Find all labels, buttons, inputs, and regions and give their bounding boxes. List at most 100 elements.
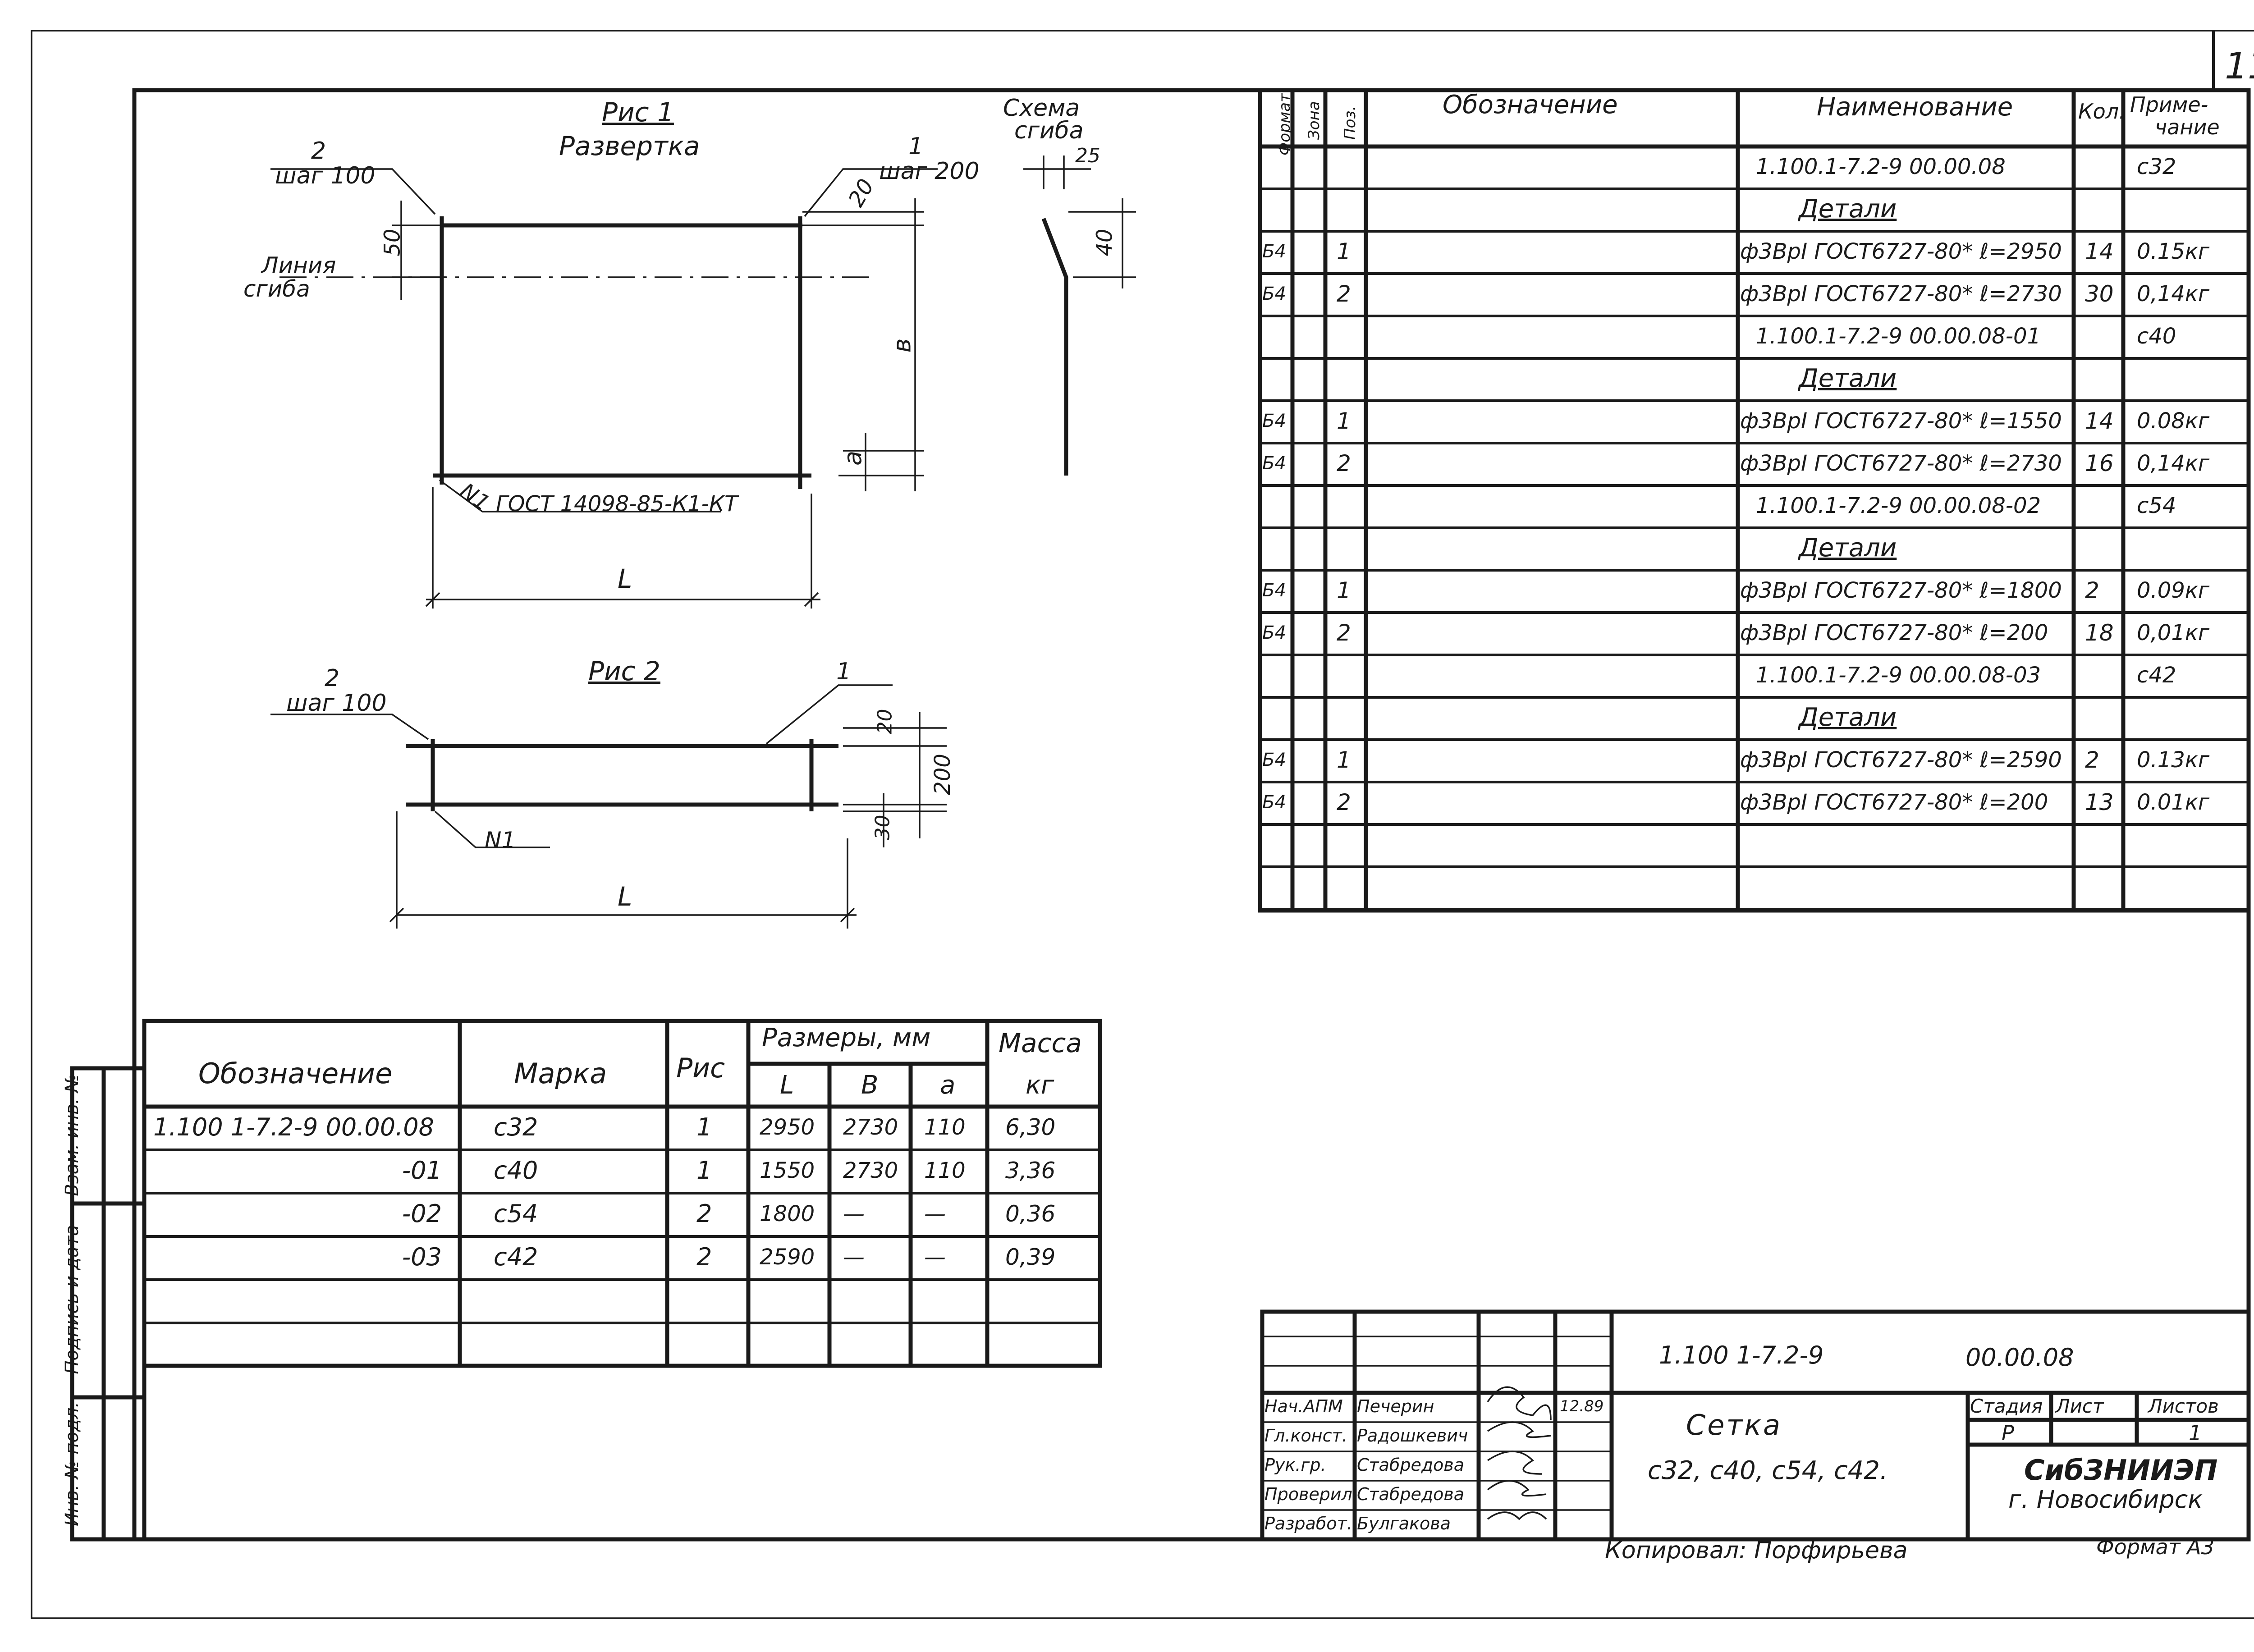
sheet-number: 11 <box>2225 45 2254 87</box>
tb-person-role: Разработ. <box>1264 1514 1352 1533</box>
spec-cell-note: с32 <box>2137 154 2176 179</box>
spec-row-lines <box>1260 188 2249 911</box>
marks-header-dim-B: В <box>861 1071 879 1100</box>
spec-cell-qty: 30 <box>2085 280 2114 307</box>
tb-stage: Р <box>2002 1421 2014 1445</box>
fig2-drawing <box>270 684 947 929</box>
fig2-title: Рис 2 <box>588 656 660 686</box>
spec-cell-qty: 2 <box>2085 746 2099 773</box>
side-stamp-vzam: Взам. инв. № <box>62 1074 82 1196</box>
spec-cell-name: 1.100.1-7.2-9 00.00.08-03 <box>1756 663 2041 688</box>
tb-subtitle: с32, с40, с54, с42. <box>1648 1456 1888 1485</box>
spec-table-row: 1.100.1-7.2-9 00.00.08-01 с40 <box>0 316 2254 358</box>
fig1-pos2-label: 2 <box>311 137 326 165</box>
marks-header-fig: Рис <box>676 1053 725 1084</box>
tb-stage-label: Стадия <box>1970 1395 2043 1417</box>
bend-title-1: Схема <box>1003 95 1080 122</box>
tb-designation-1: 1.100 1-7.2-9 <box>1659 1341 1824 1369</box>
spec-cell-name: Детали <box>1799 194 1897 224</box>
spec-cell-name: ф3ВрI ГОСТ6727-80* ℓ=2590 <box>1740 747 2062 773</box>
spec-cell-note: 0,14кг <box>2137 281 2210 307</box>
tb-date: 12.89 <box>1560 1397 1604 1415</box>
marks-header-mass: Масса <box>999 1028 1082 1058</box>
tb-person-role: Гл.конст. <box>1264 1426 1347 1446</box>
marks-cell-mark: с40 <box>494 1156 538 1185</box>
spec-cell-note: с40 <box>2137 324 2176 349</box>
marks-cell-L: 1800 <box>760 1201 815 1226</box>
side-stamp-grid <box>70 1066 147 1542</box>
spec-table-row: 1.100.1-7.2-9 00.00.08-03 с42 <box>0 655 2254 697</box>
marks-cell-L: 2590 <box>760 1245 815 1270</box>
bend-title-2: сгиба <box>1014 117 1084 144</box>
spec-header-pos: Поз. <box>1341 105 1359 140</box>
fig1-title: Рис 1 <box>602 97 674 128</box>
marks-header-mark: Марка <box>514 1057 607 1090</box>
marks-cell-fig: 1 <box>696 1156 712 1185</box>
marks-header-dim-L: L <box>780 1071 794 1100</box>
spec-cell-pos: 1 <box>1337 577 1351 604</box>
signatures <box>1487 1386 1552 1520</box>
bend-scheme <box>1023 156 1136 476</box>
tb-person-role: Проверил <box>1264 1484 1352 1504</box>
spec-table-row: 1.100.1-7.2-9 00.00.08 с32 <box>0 146 2254 189</box>
spec-cell-format: Б4 <box>1262 580 1286 601</box>
spec-cell-pos: 2 <box>1337 619 1351 646</box>
marks-cell-mark: с32 <box>494 1113 538 1142</box>
marks-row-lines <box>144 1149 1100 1324</box>
marks-cell-mass: 6,30 <box>1005 1114 1056 1140</box>
spec-header-designation: Обозначение <box>1443 90 1618 119</box>
spec-cell-format: Б4 <box>1262 411 1286 431</box>
spec-cell-name: ф3ВрI ГОСТ6727-80* ℓ=200 <box>1740 620 2048 645</box>
tb-title: Сетка <box>1686 1409 1782 1441</box>
tb-person-name: Стабредова <box>1357 1455 1465 1475</box>
spec-cell-name: 1.100.1-7.2-9 00.00.08 <box>1756 154 2006 179</box>
spec-cell-name: 1.100.1-7.2-9 00.00.08-02 <box>1756 493 2041 518</box>
tb-sheets: 1 <box>2189 1421 2202 1445</box>
spec-cell-format: Б4 <box>1262 622 1286 643</box>
spec-cell-note: 0,14кг <box>2137 451 2210 476</box>
marks-cell-a: 110 <box>924 1115 966 1140</box>
fig1-drawing <box>270 168 938 609</box>
tb-person-name: Радошкевич <box>1357 1426 1468 1446</box>
marks-cell-B: 2730 <box>843 1158 898 1183</box>
spec-cell-pos: 1 <box>1337 407 1351 434</box>
spec-cell-note: с42 <box>2137 663 2176 688</box>
spec-table-row <box>0 824 2254 867</box>
spec-cell-qty: 13 <box>2085 789 2114 815</box>
spec-cell-note: 0.01кг <box>2137 790 2210 815</box>
marks-cell-B: 2730 <box>843 1115 898 1140</box>
spec-cell-name: 1.100.1-7.2-9 00.00.08-01 <box>1756 324 2041 349</box>
spec-cell-name: ф3ВрI ГОСТ6727-80* ℓ=200 <box>1740 790 2048 815</box>
marks-cell-L: 2950 <box>760 1115 815 1140</box>
marks-cell-designation: 1.100 1-7.2-9 00.00.08 <box>153 1113 434 1142</box>
tb-person-name: Печерин <box>1357 1396 1434 1416</box>
marks-cell-fig: 2 <box>696 1243 712 1272</box>
copied-by: Копировал: Порфирьева <box>1605 1537 1908 1564</box>
spec-cell-note: 0.08кг <box>2137 408 2210 434</box>
spec-cell-format: Б4 <box>1262 284 1286 304</box>
spec-cell-pos: 2 <box>1337 280 1351 307</box>
tb-person-role: Нач.АПМ <box>1264 1396 1343 1416</box>
fig2-pos1-label: 1 <box>836 658 852 685</box>
fig1-pos2-step: шаг 100 <box>275 162 376 189</box>
marks-cell-designation: -03 <box>402 1243 442 1272</box>
spec-cell-qty: 16 <box>2085 450 2114 476</box>
marks-header-dim-a: а <box>940 1071 956 1100</box>
bend-line-label-2: сгиба <box>243 276 310 302</box>
marks-cell-fig: 2 <box>696 1199 712 1228</box>
spec-cell-note: 0.13кг <box>2137 747 2210 773</box>
format-label: Формат А3 <box>2096 1535 2214 1559</box>
fig1-subtitle: Развертка <box>559 131 700 161</box>
fig2-pos2-label: 2 <box>325 665 340 692</box>
bend-line-label-1: Линия <box>261 252 336 279</box>
marks-cell-a: 110 <box>924 1158 966 1183</box>
tb-org-1: СибЗНИИЭП <box>2024 1454 2218 1487</box>
